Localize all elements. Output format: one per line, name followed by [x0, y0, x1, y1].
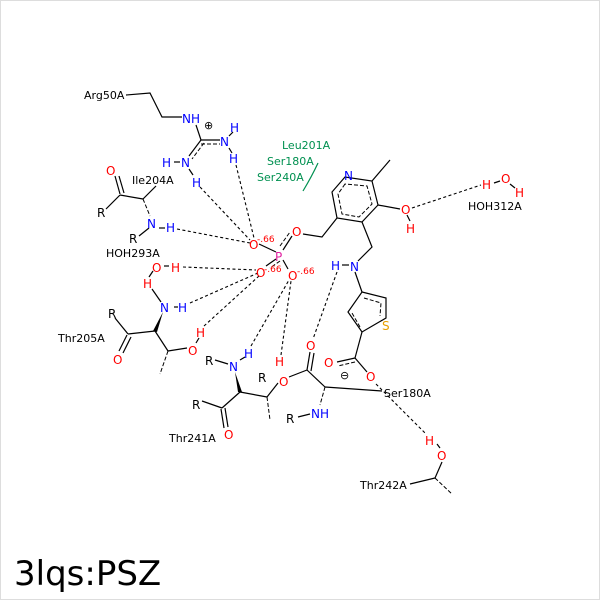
atom-n: N — [181, 156, 190, 170]
atom-o: O — [306, 339, 315, 353]
atom-r: R — [205, 354, 213, 368]
residue-arg50a: Arg50A — [84, 89, 125, 102]
atom-o: O — [188, 344, 197, 358]
atom-h: H — [192, 176, 201, 190]
atom-h: H — [425, 434, 434, 448]
atom-r: R — [286, 412, 294, 426]
atom-p: P — [275, 250, 282, 264]
atom-n: N — [160, 301, 169, 315]
atom-h: H — [162, 156, 171, 170]
negative-charge: ⊖ — [340, 369, 349, 382]
residue-thr242a: Thr242A — [359, 479, 407, 492]
atom-h: H — [196, 326, 205, 340]
atom-r: R — [258, 371, 266, 385]
hydrophobic-ser240a: Ser240A — [257, 171, 304, 184]
residue-thr205a: Thr205A — [57, 332, 105, 345]
residue-thr241a: Thr241A — [168, 432, 216, 445]
atom-o: O — [437, 449, 446, 463]
residue-hoh293a: HOH293A — [106, 247, 160, 260]
atom-nh: NH — [311, 407, 329, 421]
atom-h: H — [178, 301, 187, 315]
atom-o: O — [279, 375, 288, 389]
thiophene-s: S — [382, 319, 390, 333]
phosphate-o-bridge: O — [292, 225, 301, 239]
atom-h: H — [406, 222, 415, 236]
residue-ile204a: Ile204A — [132, 174, 174, 187]
phosphate-o3: O — [288, 269, 297, 283]
atom-h: H — [275, 355, 284, 369]
atom-o: O — [106, 164, 115, 178]
water-o: O — [501, 172, 510, 186]
atom-h: H — [230, 121, 239, 135]
atom-o: O — [152, 261, 161, 275]
residue-ser180a: Ser180A — [384, 387, 431, 400]
atom-n: N — [229, 360, 238, 374]
atom-h: H — [166, 221, 175, 235]
hydrophobic-leu201a: Leu201A — [282, 139, 331, 152]
partial-charge: -.66 — [257, 235, 275, 245]
partial-charge: -.66 — [264, 265, 282, 275]
atom-o: O — [224, 428, 233, 442]
atom-r: R — [192, 398, 200, 412]
pyridine-n: N — [344, 169, 353, 183]
hydroxyl-o: O — [401, 203, 410, 217]
hydrophobic-ser180a: Ser180A — [267, 155, 314, 168]
bonds — [105, 92, 516, 495]
residue-hoh312a: HOH312A — [468, 200, 522, 213]
atom-nh: NH — [182, 112, 200, 126]
atom-r: R — [108, 307, 116, 321]
atom-h: H — [143, 277, 152, 291]
atom-labels: NH ⊕ N H H H N H O R N H R O H H N H R O… — [97, 112, 524, 463]
atom-h: H — [244, 347, 253, 361]
atom-h: H — [171, 261, 180, 275]
atom-n: N — [147, 217, 156, 231]
diagram-title: 3lqs:PSZ — [14, 554, 161, 594]
atom-h: H — [331, 259, 340, 273]
hydrophobic-contact-arc — [302, 162, 319, 192]
atom-n: N — [220, 135, 229, 149]
amine-n: N — [350, 260, 359, 274]
atom-r: R — [129, 232, 137, 246]
atom-h: H — [229, 152, 238, 166]
hydrogen-bonds — [176, 164, 482, 435]
residue-labels: Arg50A Ile204A HOH293A Thr205A Thr241A S… — [57, 89, 522, 492]
carboxyl-o: O — [324, 356, 333, 370]
partial-charge: -.66 — [297, 267, 315, 277]
carboxyl-o: O — [366, 370, 375, 384]
atom-o: O — [113, 353, 122, 367]
atom-h: H — [482, 178, 491, 192]
phosphate-o1: O — [249, 238, 258, 252]
phosphate-o2: O — [256, 266, 265, 280]
positive-charge: ⊕ — [204, 119, 213, 132]
atom-r: R — [97, 206, 105, 220]
atom-h: H — [515, 186, 524, 200]
